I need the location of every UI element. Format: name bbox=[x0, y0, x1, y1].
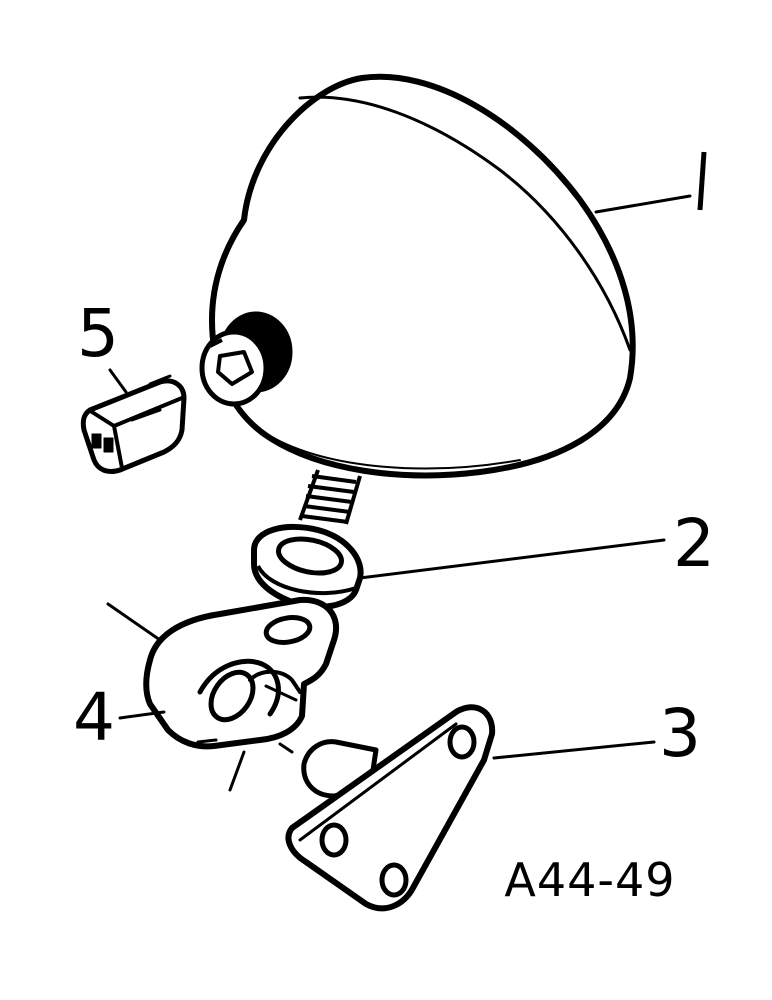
extension-line-mid bbox=[278, 742, 294, 754]
figure-id: A44-49 bbox=[504, 853, 675, 907]
leader-line-5 bbox=[108, 368, 128, 394]
callout-5-label: 5 bbox=[77, 295, 119, 372]
clamp-bracket bbox=[143, 596, 339, 750]
callout-labels: 1 2 3 4 5 bbox=[73, 147, 723, 772]
callout-4-label: 4 bbox=[73, 679, 115, 756]
leader-line-1 bbox=[594, 194, 692, 214]
leader-line-4 bbox=[118, 710, 166, 720]
callout-2-label: 2 bbox=[673, 505, 715, 582]
extension-line-upper bbox=[106, 602, 162, 642]
threaded-stud bbox=[298, 469, 362, 525]
callout-3-label: 3 bbox=[659, 695, 701, 772]
mounting-bracket bbox=[285, 704, 496, 912]
washer bbox=[251, 524, 364, 610]
connector-plug bbox=[80, 374, 187, 475]
callout-1-label: 1 bbox=[681, 147, 723, 224]
lamp-housing bbox=[209, 73, 636, 479]
leader-line-2 bbox=[358, 538, 666, 580]
leader-line-3 bbox=[492, 740, 656, 760]
leader-lines bbox=[106, 194, 692, 792]
extension-line-lower bbox=[228, 750, 246, 792]
callout-1-glyph bbox=[697, 151, 707, 211]
adjusting-knob bbox=[199, 311, 293, 407]
